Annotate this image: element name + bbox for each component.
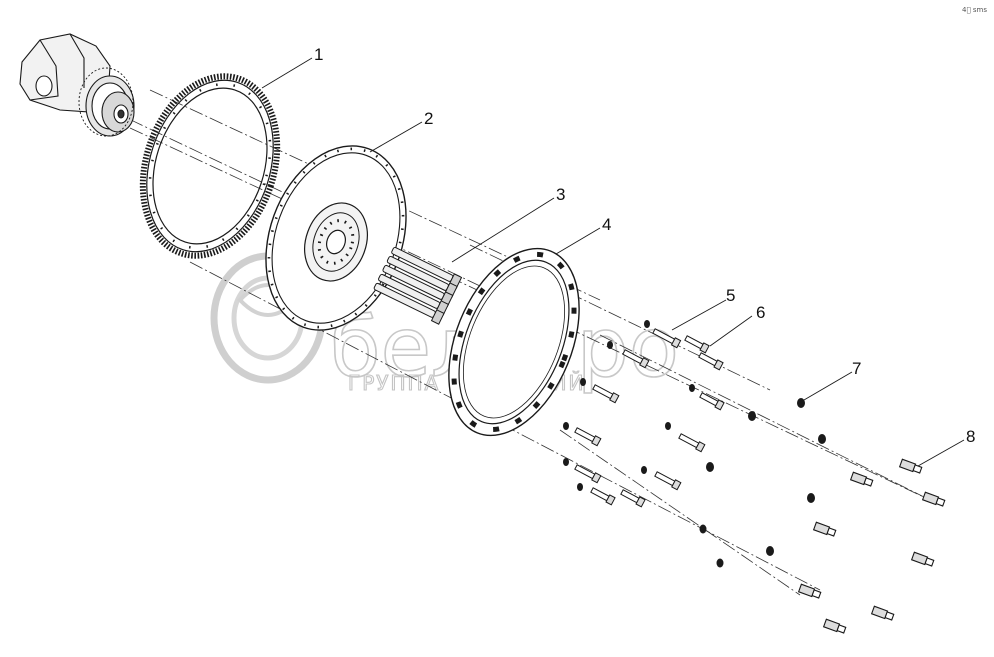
callout-5: 5 (726, 286, 735, 305)
callout-labels: 1 2 3 4 5 6 7 8 (314, 45, 975, 446)
housing-bolts (574, 328, 725, 508)
callout-8: 8 (966, 427, 975, 446)
leader-lines (261, 57, 965, 467)
callout-1: 1 (314, 45, 323, 64)
callout-4: 4 (602, 215, 611, 234)
flywheel-bolt-set (373, 246, 463, 325)
callout-6: 6 (756, 303, 765, 322)
crank-gear-teeth (78, 67, 134, 137)
pressure-plate-bolts (797, 458, 946, 634)
callout-7: 7 (852, 359, 861, 378)
callout-3: 3 (556, 185, 565, 204)
flywheel (265, 145, 407, 331)
corner-tag: 4⃝ sms (962, 6, 987, 14)
washers (563, 320, 826, 568)
callout-2: 2 (424, 109, 433, 128)
crankshaft-end (19, 33, 135, 137)
clutch-housing (448, 247, 580, 437)
ring-gear (139, 73, 281, 259)
